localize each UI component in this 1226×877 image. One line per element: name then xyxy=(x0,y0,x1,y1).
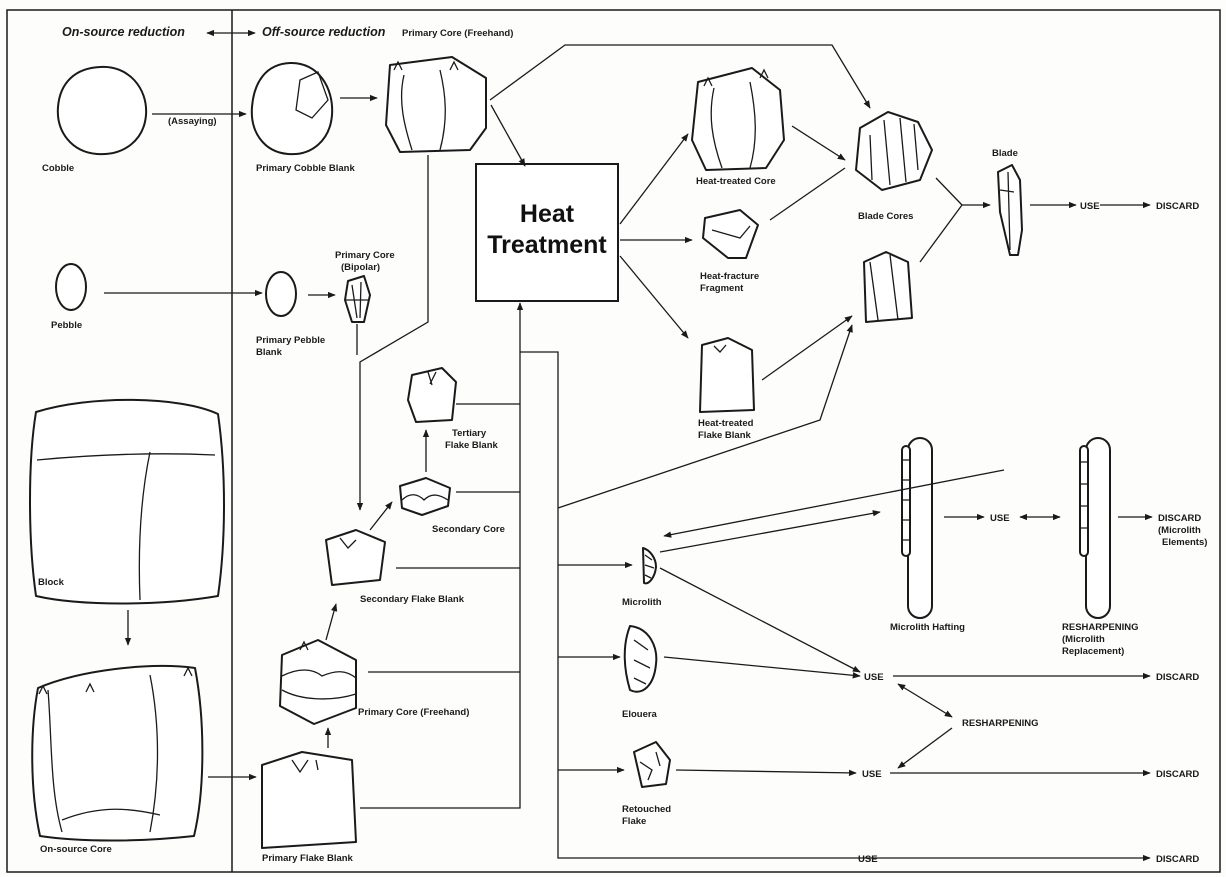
label-secondary-flake-blank: Secondary Flake Blank xyxy=(360,594,465,605)
blade-core-top-to-blade-line xyxy=(936,178,962,205)
label-primary-core-freehand-low: Primary Core (Freehand) xyxy=(358,707,469,718)
label-tertiary-flake-blank-1: Tertiary xyxy=(452,428,487,439)
secondary-core xyxy=(400,478,450,515)
microlith-hafting-tool xyxy=(902,438,932,618)
resharpening-tool xyxy=(1080,438,1110,618)
label-heat-treated-flake-2: Flake Blank xyxy=(698,430,752,441)
resharpening-to-use-top-arrow xyxy=(898,684,952,717)
heat-to-core-arrow xyxy=(620,134,688,224)
microlith-to-hafting-arrow xyxy=(660,512,880,552)
label-heat-treated-flake-1: Heat-treated xyxy=(698,418,754,429)
core-top-to-blade-core-arrow xyxy=(490,45,870,108)
blade xyxy=(998,165,1022,255)
pebble xyxy=(56,264,86,310)
blade-core-bottom xyxy=(864,252,912,322)
label-retouched-1: Retouched xyxy=(622,804,671,815)
on-source-core xyxy=(32,666,202,840)
heat-treated-flake-blank xyxy=(700,338,754,412)
cobble xyxy=(58,67,146,154)
fragment-to-blade-core-line xyxy=(770,168,845,220)
label-heat-treated-core: Heat-treated Core xyxy=(696,176,776,187)
label-microlith-hafting: Microlith Hafting xyxy=(890,622,965,633)
label-use-bottom: USE xyxy=(858,854,878,865)
primary-core-to-secondary-flake-arrow xyxy=(326,604,336,640)
label-resharpening: RESHARPENING xyxy=(962,718,1039,729)
heat-treated-core xyxy=(692,68,784,170)
label-resharpening-haft-1: RESHARPENING xyxy=(1062,622,1139,633)
label-microlith: Microlith xyxy=(622,597,662,608)
block xyxy=(30,400,224,604)
retouched-flake xyxy=(634,742,670,787)
label-use-elouera: USE xyxy=(864,672,884,683)
label-secondary-core: Secondary Core xyxy=(432,524,505,535)
tertiary-flake-blank xyxy=(408,368,456,422)
secondary-flake-to-core-arrow xyxy=(370,502,392,530)
blade-to-microlith-arrow xyxy=(664,470,1004,536)
label-resharpening-haft-2: (Microlith xyxy=(1062,634,1105,645)
heat-fracture-fragment xyxy=(703,210,758,258)
heat-core-to-blade-core-arrow xyxy=(792,126,845,160)
label-discard-elouera: DISCARD xyxy=(1156,672,1199,683)
label-primary-core-freehand-top: Primary Core (Freehand) xyxy=(402,28,513,39)
retouched-to-use-arrow xyxy=(676,770,856,773)
label-elouera: Elouera xyxy=(622,709,658,720)
core-and-bipolar-down-arrow xyxy=(360,155,428,510)
off-source-header: Off-source reduction xyxy=(262,25,386,39)
on-source-header: On-source reduction xyxy=(62,25,185,39)
label-discard-haft-3: Elements) xyxy=(1162,537,1207,548)
label-primary-core-bipolar-2: (Bipolar) xyxy=(341,262,380,273)
label-resharpening-haft-3: Replacement) xyxy=(1062,646,1124,657)
primary-core-freehand-low xyxy=(280,640,356,724)
label-primary-core-bipolar-1: Primary Core xyxy=(335,250,395,261)
label-discard-haft-2: (Microlith xyxy=(1158,525,1201,536)
label-use-haft: USE xyxy=(990,513,1010,524)
label-primary-pebble-blank-1: Primary Pebble xyxy=(256,335,325,346)
heat-to-flake-arrow xyxy=(620,256,688,338)
primary-pebble-blank xyxy=(266,272,296,316)
label-retouched-2: Flake xyxy=(622,816,646,827)
blade-core-bottom-to-blade-line xyxy=(920,205,962,262)
label-use-retouched: USE xyxy=(862,769,882,780)
label-heat-fracture-1: Heat-fracture xyxy=(700,271,759,282)
heat-treatment-title-line2: Treatment xyxy=(487,231,607,259)
primary-core-freehand-top xyxy=(386,57,486,152)
primary-core-bipolar xyxy=(345,276,370,322)
label-use-blade: USE xyxy=(1080,201,1100,212)
core-to-heat-arrow xyxy=(491,105,525,166)
label-blade: Blade xyxy=(992,148,1018,159)
label-cobble: Cobble xyxy=(42,163,74,174)
label-discard-haft-1: DISCARD xyxy=(1158,513,1201,524)
primary-flake-blank xyxy=(262,752,356,848)
heat-output-trunk xyxy=(520,352,1150,858)
heat-treatment-title-line1: Heat xyxy=(520,200,575,228)
label-primary-cobble-blank: Primary Cobble Blank xyxy=(256,163,355,174)
label-heat-fracture-2: Fragment xyxy=(700,283,744,294)
label-pebble: Pebble xyxy=(51,320,82,331)
label-discard-retouched: DISCARD xyxy=(1156,769,1199,780)
label-tertiary-flake-blank-2: Flake Blank xyxy=(445,440,499,451)
microlith-to-use-arrow xyxy=(660,568,860,672)
label-primary-pebble-blank-2: Blank xyxy=(256,347,283,358)
label-assaying: (Assaying) xyxy=(168,116,217,127)
label-discard-blade: DISCARD xyxy=(1156,201,1199,212)
resharpening-to-use-bottom-arrow xyxy=(898,728,952,768)
blade-core-top xyxy=(856,112,932,190)
elouera xyxy=(625,626,657,692)
secondary-flake-blank xyxy=(326,530,385,585)
label-primary-flake-blank: Primary Flake Blank xyxy=(262,853,354,864)
label-blade-cores: Blade Cores xyxy=(858,211,913,222)
primary-cobble-blank xyxy=(252,63,332,154)
label-on-source-core: On-source Core xyxy=(40,844,112,855)
elouera-to-use-arrow xyxy=(664,657,860,676)
heat-flake-to-blade-core-arrow xyxy=(762,316,852,380)
label-discard-bottom: DISCARD xyxy=(1156,854,1199,865)
label-block: Block xyxy=(38,577,65,588)
microlith xyxy=(643,548,656,583)
